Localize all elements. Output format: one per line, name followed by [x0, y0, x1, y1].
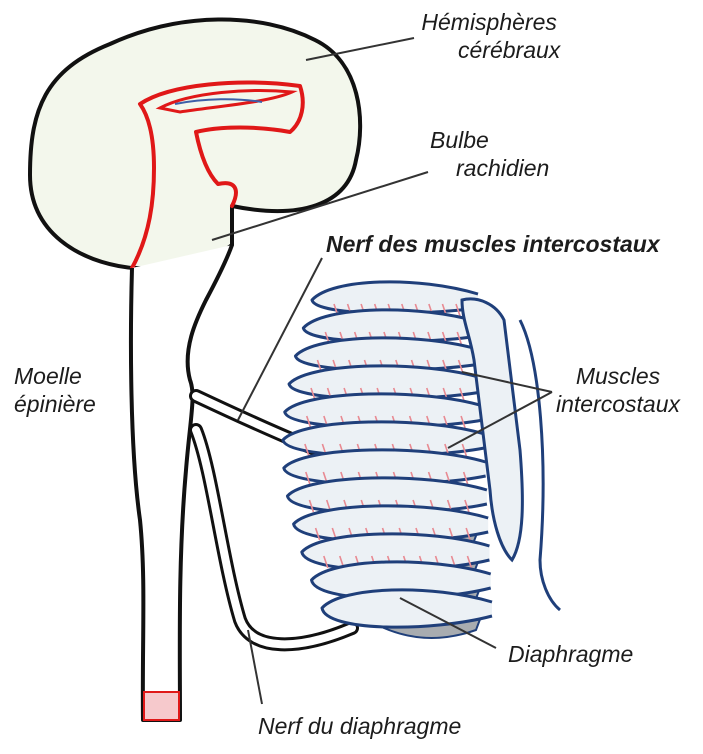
label-diaphragme: Diaphragme — [508, 640, 633, 668]
label-muscles-intercostaux: Muscles intercostaux — [556, 362, 680, 418]
brain-hemispheres — [30, 19, 360, 268]
label-bulbe: Bulbe rachidien — [430, 126, 549, 182]
leader-nerf-intercostaux — [238, 258, 322, 420]
rib-cage — [283, 282, 492, 638]
rib — [322, 590, 492, 627]
label-moelle: Moelle épinière — [14, 362, 96, 418]
spinal-cord-tip — [144, 692, 179, 720]
label-nerf-intercostaux: Nerf des muscles intercostaux — [326, 230, 660, 258]
label-hemispheres: Hémisphères cérébraux — [418, 8, 560, 64]
label-nerf-diaphragme: Nerf du diaphragme — [258, 712, 461, 740]
